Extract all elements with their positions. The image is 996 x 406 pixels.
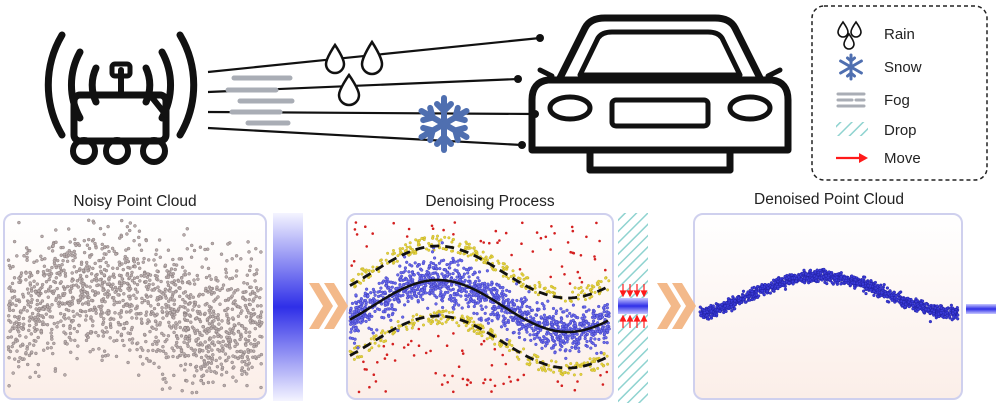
car-icon bbox=[528, 14, 792, 174]
snow-icon bbox=[839, 53, 863, 81]
denoise-feature-bar bbox=[618, 298, 648, 314]
snowflake-icon bbox=[418, 95, 470, 153]
output-feature-bar bbox=[966, 304, 996, 314]
fog-icon bbox=[836, 92, 866, 108]
legend-label-drop: Drop bbox=[884, 122, 917, 139]
legend-label-rain: Rain bbox=[884, 26, 915, 43]
noisy-point-cloud bbox=[6, 218, 264, 395]
denoising-process-points bbox=[348, 221, 611, 394]
legend-label-snow: Snow bbox=[884, 59, 922, 76]
panel-title-noisy: Noisy Point Cloud bbox=[73, 193, 196, 210]
robot-sensor-icon bbox=[44, 31, 198, 165]
panel-title-process: Denoising Process bbox=[425, 193, 554, 210]
center-curve bbox=[349, 278, 609, 334]
rain-icon bbox=[837, 20, 862, 50]
legend-label-move: Move bbox=[884, 150, 921, 167]
drop-icon bbox=[836, 122, 868, 136]
fog-icon bbox=[225, 75, 295, 126]
move-arrow-icon bbox=[836, 153, 868, 163]
move-arrows bbox=[619, 284, 648, 328]
upper-bound-curve bbox=[349, 244, 609, 300]
panel-title-denoised: Denoised Point Cloud bbox=[754, 191, 904, 208]
rain-icon bbox=[324, 39, 384, 107]
legend: Rain Snow Fog Drop Move bbox=[811, 5, 988, 181]
chevron-right-icon bbox=[657, 283, 696, 329]
process-curves bbox=[349, 244, 609, 370]
noisy-feature-bar bbox=[273, 213, 303, 401]
chevron-right-icon bbox=[309, 283, 348, 329]
denoised-point-cloud bbox=[698, 267, 960, 324]
lower-bound-curve bbox=[349, 314, 609, 370]
legend-label-fog: Fog bbox=[884, 92, 910, 109]
